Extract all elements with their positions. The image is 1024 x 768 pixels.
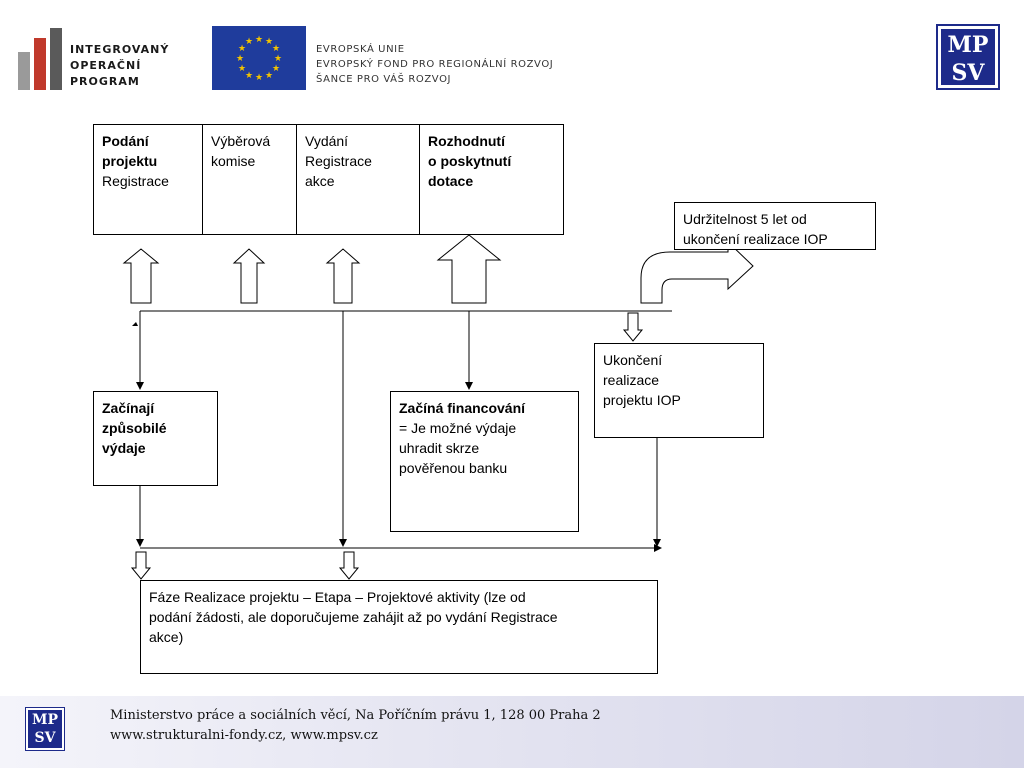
footer-text: Ministerstvo práce a sociálních věcí, Na…	[110, 706, 601, 746]
mpsv-logo-footer: MP SV	[25, 707, 65, 751]
svg-text:★: ★	[255, 35, 263, 45]
stage-vyberova-line-1: Výběrová	[211, 133, 271, 149]
eu-line-1: EVROPSKÁ UNIE	[316, 44, 405, 55]
svg-text:★: ★	[236, 54, 244, 64]
curved-arrow-udrzitelnost	[640, 240, 754, 304]
iop-bar-red	[34, 38, 46, 90]
hollow-up-arrow-3	[325, 248, 361, 304]
iop-line-1: INTEGROVANÝ	[70, 43, 170, 56]
faze-line-1: Fáze Realizace projektu – Etapa – Projek…	[149, 589, 526, 605]
hollow-down-arrow-ukonceni	[622, 312, 644, 342]
eu-line-3: ŠANCE PRO VÁŠ ROZVOJ	[316, 74, 452, 85]
stage-vydani-line-3: akce	[305, 173, 335, 189]
iop-line-3: PROGRAM	[70, 75, 140, 88]
iop-line-2: OPERAČNÍ	[70, 59, 142, 72]
iop-logo-text: INTEGROVANÝ OPERAČNÍ PROGRAM	[70, 42, 169, 90]
ukonceni-line-1: Ukončení	[603, 352, 663, 368]
zacinaji-line-3: výdaje	[102, 440, 146, 456]
ukonceni-line-3: projektu IOP	[603, 392, 681, 408]
stage-vyberova: Výběrová komise	[203, 125, 297, 234]
financovani-line-1: = Je možné výdaje	[399, 420, 517, 436]
stage-vydani-line-1: Vydání	[305, 133, 349, 149]
stage-podani: Podání projektu Registrace	[94, 125, 203, 234]
ukonceni-line-2: realizace	[603, 372, 660, 388]
svg-text:★: ★	[265, 37, 273, 47]
eu-line-2: EVROPSKÝ FOND PRO REGIONÁLNÍ ROZVOJ	[316, 59, 554, 70]
box-zacinaji: Začínají způsobilé výdaje	[93, 391, 218, 486]
iop-bar-grey	[18, 52, 30, 90]
box-udrzitelnost: Udržitelnost 5 let od ukončení realizace…	[674, 202, 876, 250]
hollow-up-arrow-2	[232, 248, 266, 304]
svg-text:★: ★	[238, 64, 246, 74]
svg-text:★: ★	[245, 37, 253, 47]
footer-address: Ministerstvo práce a sociálních věcí, Na…	[110, 708, 601, 723]
financovani-line-2: uhradit skrze	[399, 440, 480, 456]
financovani-bold: Začíná financování	[399, 400, 526, 416]
svg-text:★: ★	[255, 73, 263, 83]
stage-rozhodnuti-line-1: Rozhodnutí	[428, 133, 505, 149]
stage-podani-bold-2: projektu	[102, 153, 158, 169]
svg-text:★: ★	[272, 64, 280, 74]
svg-text:★: ★	[274, 54, 282, 64]
udrzitelnost-line-1: Udržitelnost 5 let od	[683, 211, 807, 227]
box-financovani: Začíná financování = Je možné výdaje uhr…	[390, 391, 579, 532]
zacinaji-line-2: způsobilé	[102, 420, 167, 436]
hollow-down-arrow-faze-2	[338, 551, 360, 580]
eu-logo-text: EVROPSKÁ UNIE EVROPSKÝ FOND PRO REGIONÁL…	[316, 42, 553, 87]
eu-stars-icon: ★★★ ★★★ ★★★ ★★★	[236, 35, 282, 83]
mpsv-footer-line-1: MP	[31, 712, 59, 728]
hollow-up-arrow-4	[436, 234, 502, 304]
faze-line-3: akce)	[149, 629, 184, 645]
box-faze-realizace: Fáze Realizace projektu – Etapa – Projek…	[140, 580, 658, 674]
stage-rozhodnuti-line-2: o poskytnutí	[428, 153, 512, 169]
zacinaji-line-1: Začínají	[102, 400, 155, 416]
stage-vyberova-line-2: komise	[211, 153, 256, 169]
mpsv-footer-line-2: SV	[34, 730, 56, 746]
stage-rozhodnuti-line-3: dotace	[428, 173, 474, 189]
stage-rozhodnuti: Rozhodnutí o poskytnutí dotace	[420, 125, 563, 234]
iop-bar-dark	[50, 28, 62, 90]
svg-text:★: ★	[272, 44, 280, 54]
svg-text:★: ★	[245, 71, 253, 81]
hollow-down-arrow-faze-1	[130, 551, 152, 580]
svg-text:★: ★	[238, 44, 246, 54]
financovani-line-3: pověřenou banku	[399, 460, 508, 476]
eu-flag-icon: ★★★ ★★★ ★★★ ★★★	[212, 26, 306, 90]
footer-band	[0, 696, 1024, 768]
stage-podani-normal: Registrace	[102, 173, 169, 189]
mpsv-logo-line-2: SV	[951, 60, 985, 86]
stage-podani-bold-1: Podání	[102, 133, 149, 149]
svg-text:★: ★	[265, 71, 273, 81]
box-ukonceni: Ukončení realizace projektu IOP	[594, 343, 764, 438]
stage-table: Podání projektu Registrace Výběrová komi…	[93, 124, 564, 235]
faze-line-2: podání žádosti, ale doporučujeme zahájit…	[149, 609, 558, 625]
stage-vydani: Vydání Registrace akce	[297, 125, 420, 234]
mpsv-logo-header: MP SV	[936, 24, 1000, 90]
mpsv-logo-line-1: MP	[947, 32, 989, 58]
hollow-up-arrow-1	[122, 248, 160, 304]
footer-links: www.strukturalni-fondy.cz, www.mpsv.cz	[110, 728, 378, 743]
udrzitelnost-line-2: ukončení realizace IOP	[683, 231, 828, 247]
stage-vydani-line-2: Registrace	[305, 153, 372, 169]
